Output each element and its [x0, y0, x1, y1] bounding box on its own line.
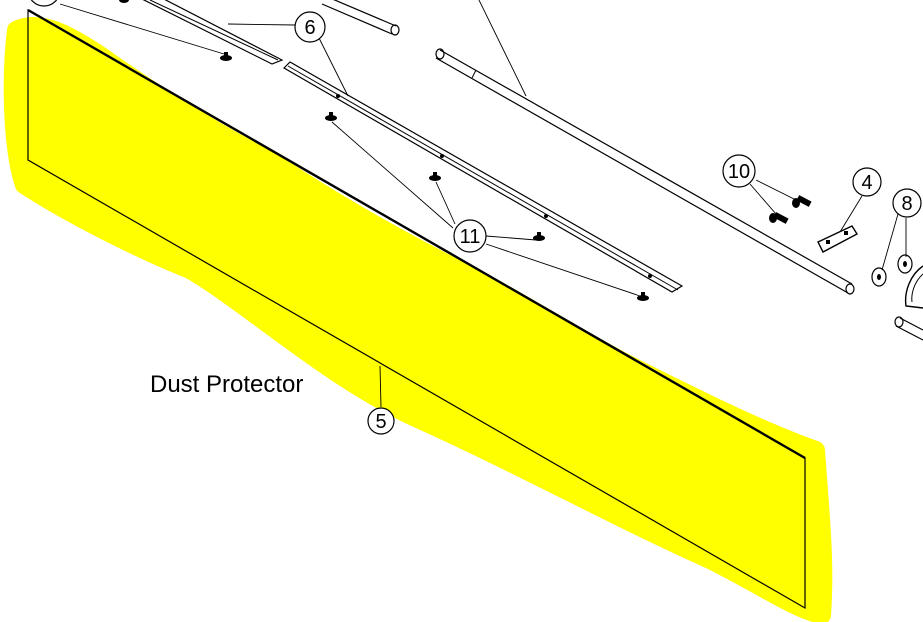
bracket-plate [817, 225, 858, 253]
callout-10-label: 10 [728, 161, 750, 183]
spacer-bracket [904, 265, 923, 309]
callout-11-label: 11 [460, 226, 481, 248]
callout-5-label: 5 [375, 411, 386, 433]
yellow-highlight [3, 17, 833, 622]
dust-protector-label: Dust Protector [150, 371, 303, 398]
screw-icon [533, 232, 545, 241]
washer-icon [897, 254, 913, 274]
washer-icon [871, 267, 887, 287]
callout-6: 6 [294, 11, 326, 43]
bolt-icon [769, 212, 789, 224]
callout-5: 5 [367, 407, 395, 435]
callout-4: 4 [852, 167, 882, 197]
callout-8-label: 8 [901, 193, 912, 215]
callout-partial [30, 0, 58, 7]
callout-4-label: 4 [861, 172, 872, 194]
screw-icon [637, 292, 649, 301]
dust-protector-panel [27, 8, 806, 610]
screw-icon [220, 52, 232, 61]
callout-6-label: 6 [304, 17, 315, 39]
screw-icon [429, 172, 441, 181]
callout-11: 11 [453, 219, 487, 253]
rod-top [321, 0, 400, 36]
bolt-icon [792, 195, 812, 208]
screw-icon [119, 0, 129, 3]
screw-icon [325, 112, 337, 121]
rod-right [894, 316, 923, 341]
strip-upper-right [283, 61, 684, 293]
leader-lines [59, 0, 907, 408]
strip-upper-left [142, 0, 284, 65]
callout-8: 8 [892, 188, 922, 218]
callout-10: 10 [722, 154, 756, 188]
rod-long [435, 48, 855, 295]
